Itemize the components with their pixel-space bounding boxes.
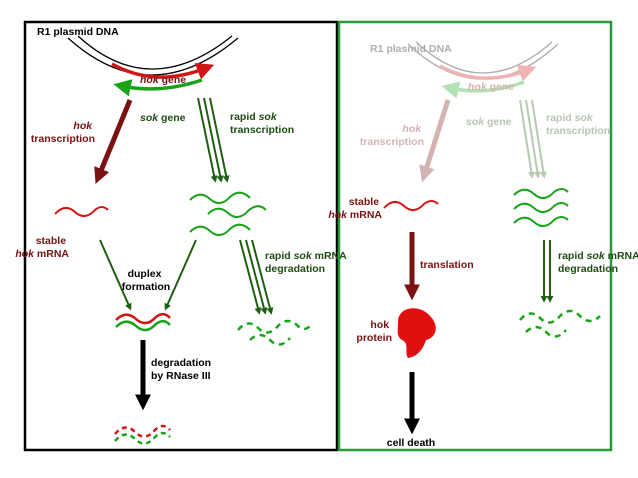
right-sok-mrna-waves — [513, 188, 569, 227]
hok-gene-label: hok gene — [140, 74, 186, 86]
faded-sok-transcription-label: rapid sok transcription — [546, 112, 610, 137]
stable-hok-mrna-label: stable hok mRNA — [15, 235, 69, 260]
rnase-degradation-label: degradation by RNase III — [151, 357, 214, 382]
right-panel: R1 plasmid DNA hok gene sok gene hok tra… — [328, 20, 638, 452]
faded-hok-transcription-label: hok transcription — [360, 123, 424, 148]
faded-sok-gene-label: sok gene — [466, 116, 512, 128]
sok-transcription-label: rapid sok transcription — [230, 111, 294, 136]
sok-transcription-arrows — [197, 97, 230, 183]
right-stable-hok-mrna-label: stable hok mRNA — [328, 196, 382, 221]
cell-death-label: cell death — [387, 437, 435, 449]
hok-protein-shape — [397, 308, 436, 358]
hok-mrna-wave — [54, 206, 109, 217]
right-panel-border — [337, 20, 613, 452]
faded-upper-section: R1 plasmid DNA hok gene sok gene hok tra… — [360, 41, 610, 183]
faded-dna-label: R1 plasmid DNA — [370, 43, 452, 55]
hok-protein-label: hok protein — [356, 319, 392, 344]
dna-double-strand — [67, 35, 239, 76]
left-panel: R1 plasmid DNA hok gene sok gene hok tra… — [15, 20, 347, 452]
degraded-sok-fragments — [237, 319, 311, 346]
sok-gene-arrow — [113, 78, 203, 97]
right-sok-mrna-degradation-label: rapid sok mRNA degradation — [558, 250, 638, 275]
left-panel-border — [23, 20, 339, 452]
hok-transcription-label: hok transcription — [31, 120, 95, 145]
right-hok-mrna-wave — [383, 200, 439, 211]
sok-to-duplex-arrow — [164, 239, 197, 311]
hok-gene-arrow — [111, 62, 215, 80]
hok-transcription-arrow — [94, 99, 133, 184]
dna-label: R1 plasmid DNA — [37, 26, 119, 38]
duplex-formation-label: duplex formation — [122, 268, 170, 293]
degraded-duplex-fragments — [114, 424, 171, 445]
faded-hok-gene-label: hok gene — [468, 81, 514, 93]
translation-label: translation — [420, 259, 474, 271]
hok-to-duplex-arrow — [99, 239, 132, 311]
right-sok-degradation-arrows — [540, 240, 554, 303]
sok-degradation-arrows — [239, 239, 274, 315]
duplex-waves — [115, 313, 171, 332]
right-degraded-sok-fragments — [519, 309, 601, 338]
sok-mrna-waves — [189, 191, 267, 236]
sok-gene-label: sok gene — [140, 112, 186, 124]
